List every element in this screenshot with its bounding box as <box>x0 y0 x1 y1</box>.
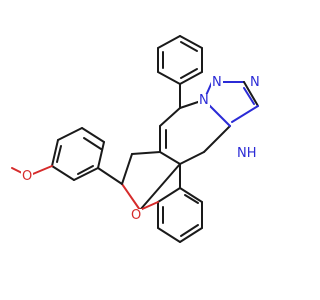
atom-label-n-triazole-bridge: N <box>198 93 210 108</box>
phenyl-ring <box>157 35 203 109</box>
atom-label-o-methoxy: O <box>21 169 34 184</box>
methoxyphenyl-ring <box>11 127 123 185</box>
atom-label-n-triazole-top: N <box>211 75 223 90</box>
central-ring-system <box>159 81 259 165</box>
atom-label-n-triazole-right: N <box>249 75 261 90</box>
chromene-ring-system <box>121 151 203 243</box>
molecule-drawing <box>11 35 259 243</box>
atom-label-o-ring: O <box>130 208 143 223</box>
atom-label-nh: NH <box>236 146 258 161</box>
structure-canvas: N N N NH O O <box>11 35 261 243</box>
